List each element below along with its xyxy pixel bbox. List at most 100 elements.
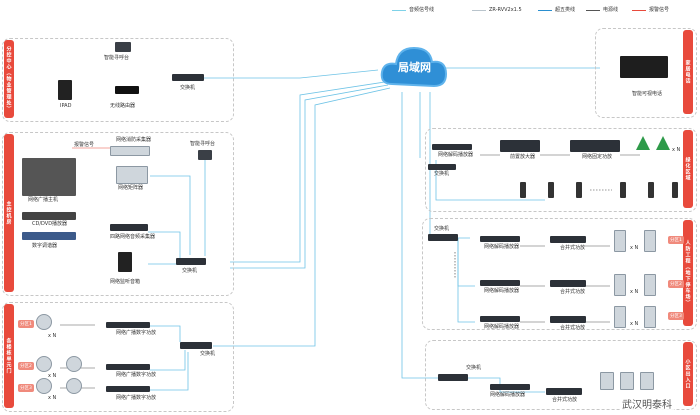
control-switch-icon	[176, 258, 206, 265]
building-amp2-icon	[106, 364, 150, 370]
office-side-label: 分控中心（物业管理处）	[4, 40, 14, 118]
legend-rvv: ZR-RVV2x1.5	[489, 7, 522, 13]
control-side-label: 主控机房	[4, 134, 14, 292]
collector-label: 四路网络音频采集器	[110, 234, 156, 240]
entrance-decoder-label: 网络解码播放器	[490, 392, 526, 398]
column-speaker-icon	[520, 182, 526, 198]
tuner-label: 数字调谐器	[32, 243, 58, 249]
ceiling-speaker-icon	[66, 356, 82, 372]
legend-swatch-power	[586, 10, 600, 11]
wall-speaker-icon	[614, 230, 626, 252]
preamp-label: 前置放大器	[510, 154, 536, 160]
matrix-icon	[116, 166, 148, 184]
legend-swatch-audio	[392, 10, 406, 11]
parking-zone1-tag: 分区1	[668, 236, 684, 244]
lan-cloud-icon	[380, 46, 448, 88]
control-mic-label: 智能寻呼台	[190, 141, 216, 147]
tuner-icon	[22, 232, 76, 240]
horn-speaker-icon	[636, 136, 650, 150]
building-zone2-tag: 分区2	[18, 362, 34, 370]
zone-control	[2, 132, 234, 296]
column-speaker-icon	[648, 182, 654, 198]
wall-speaker-icon	[614, 306, 626, 328]
wall-speaker-icon	[644, 274, 656, 296]
video-phone-icon	[620, 56, 668, 78]
green-side-label: 绿化区域	[683, 130, 693, 208]
parking-xn3: x N	[630, 321, 639, 327]
wall-speaker-icon	[614, 274, 626, 296]
ceiling-speaker-icon	[36, 314, 52, 330]
ipad-icon	[58, 80, 72, 100]
preamp-icon	[500, 140, 540, 152]
wall-speaker-icon	[600, 372, 614, 390]
parking-zone3-tag: 分区3	[668, 312, 684, 320]
entrance-side-label: 小区出入口	[683, 342, 693, 406]
ceiling-speaker-icon	[66, 378, 82, 394]
parking-amp3-icon	[550, 316, 586, 323]
phone-label: 智能可视电话	[632, 91, 663, 97]
parking-side-label: 人防工程（地下停车场）	[683, 220, 693, 326]
zone-parking	[422, 218, 697, 330]
speaker-label: 网络监听音箱	[110, 279, 141, 285]
legend-swatch-alarm	[632, 10, 646, 11]
building-amp2-label: 网络广播数字功放	[116, 372, 157, 378]
parking-decoder1-icon	[480, 236, 520, 242]
green-decoder-icon	[432, 144, 472, 150]
building-xn2: x N	[48, 373, 57, 379]
zone-office	[2, 38, 234, 122]
parking-amp2-icon	[550, 280, 586, 287]
parking-xn2: x N	[630, 289, 639, 295]
router-icon	[115, 86, 139, 94]
fixed-amp-icon	[570, 140, 620, 152]
control-switch-label: 交换机	[182, 268, 198, 274]
building-xn1: x N	[48, 333, 57, 339]
green-switch-icon	[428, 164, 456, 170]
ceiling-speaker-icon	[36, 356, 52, 372]
office-mic-label: 智能寻呼台	[104, 55, 130, 61]
legend-audio: 音频信号线	[409, 7, 435, 13]
fire-label: 网络消防采集器	[116, 137, 152, 143]
entrance-switch-icon	[438, 374, 468, 381]
paging-mic-icon	[115, 42, 131, 52]
ipad-label: IPAD	[60, 103, 72, 109]
watermark: 武汉明泰科	[620, 400, 674, 412]
parking-decoder3-label: 网络解码播放器	[484, 324, 520, 330]
fire-collector-icon	[110, 146, 150, 156]
parking-zone2-tag: 分区2	[668, 280, 684, 288]
parking-decoder3-icon	[480, 316, 520, 322]
wall-speaker-icon	[644, 230, 656, 252]
legend-swatch-cat5	[538, 10, 552, 11]
entrance-amp-icon	[546, 388, 582, 395]
zone-family	[595, 28, 697, 118]
green-decoder-label: 网络解码播放器	[438, 152, 474, 158]
building-switch-icon	[180, 342, 212, 349]
green-xn: x N	[672, 147, 681, 153]
building-switch-label: 交换机	[200, 351, 216, 357]
parking-decoder1-label: 网络解码播放器	[484, 244, 520, 250]
wall-speaker-icon	[620, 372, 634, 390]
control-mic-icon	[198, 150, 212, 160]
zone-entrance	[425, 340, 697, 410]
host-label: 网络广播主机	[28, 197, 59, 203]
wall-speaker-icon	[640, 372, 654, 390]
green-switch-label: 交换机	[434, 171, 450, 177]
horn-speaker-icon	[656, 136, 670, 150]
column-speaker-icon	[672, 182, 678, 198]
fixed-amp-label: 网络固定功放	[582, 154, 613, 160]
building-side-label: 各楼栋单元门	[4, 304, 14, 408]
office-switch-icon	[172, 74, 204, 81]
alarm-label: 报警信号	[74, 142, 95, 148]
parking-amp1-icon	[550, 236, 586, 243]
parking-xn1: x N	[630, 245, 639, 251]
router-label: 无线路由器	[110, 103, 136, 109]
column-speaker-icon	[620, 182, 626, 198]
monitor-speaker-icon	[118, 252, 132, 272]
parking-amp3-label: 合并式功放	[560, 325, 586, 331]
entrance-amp-label: 合并式功放	[552, 397, 578, 403]
zone-green	[425, 128, 697, 212]
family-side-label: 家居电话	[683, 30, 693, 114]
parking-switch-icon	[428, 234, 458, 241]
lan-label: 局域网	[398, 61, 431, 74]
parking-amp1-label: 合并式功放	[560, 245, 586, 251]
parking-decoder2-label: 网络解码播放器	[484, 288, 520, 294]
